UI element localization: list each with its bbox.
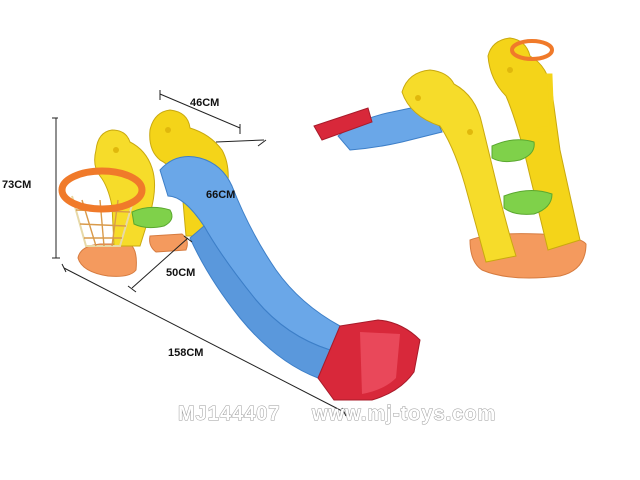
right-frame-front (401, 69, 517, 263)
frame-bolt (467, 129, 473, 135)
slide-dimension-label: 66CM (206, 189, 235, 201)
left-slide-assembly (58, 109, 421, 401)
frame-bolt (113, 147, 119, 153)
left-step-green (131, 206, 173, 229)
left-base (77, 243, 137, 277)
hoop-net (71, 195, 135, 247)
left-slide-red-shade (360, 332, 400, 394)
right-slide-red-end (313, 107, 373, 141)
right-step-green (503, 190, 553, 215)
watermark-model: MJ144407 (178, 403, 281, 425)
height-dimension-label: 73CM (2, 179, 31, 191)
right-step-green (491, 139, 535, 163)
dimension-lines (52, 90, 347, 417)
length-dimension-label: 158CM (168, 347, 203, 359)
hoop-ring (58, 167, 146, 213)
right-hoop-ring (510, 39, 554, 61)
right-handle (536, 73, 555, 133)
frame-bolt (507, 67, 513, 73)
frame-bolt (415, 95, 421, 101)
frame-bolt (165, 127, 171, 133)
width-dimension-label: 46CM (190, 97, 219, 109)
depth-dimension-label: 50CM (166, 267, 195, 279)
basketball-hoop (58, 167, 146, 247)
right-slide-assembly (313, 37, 587, 279)
watermark-site: www.mj-toys.com (311, 403, 496, 425)
